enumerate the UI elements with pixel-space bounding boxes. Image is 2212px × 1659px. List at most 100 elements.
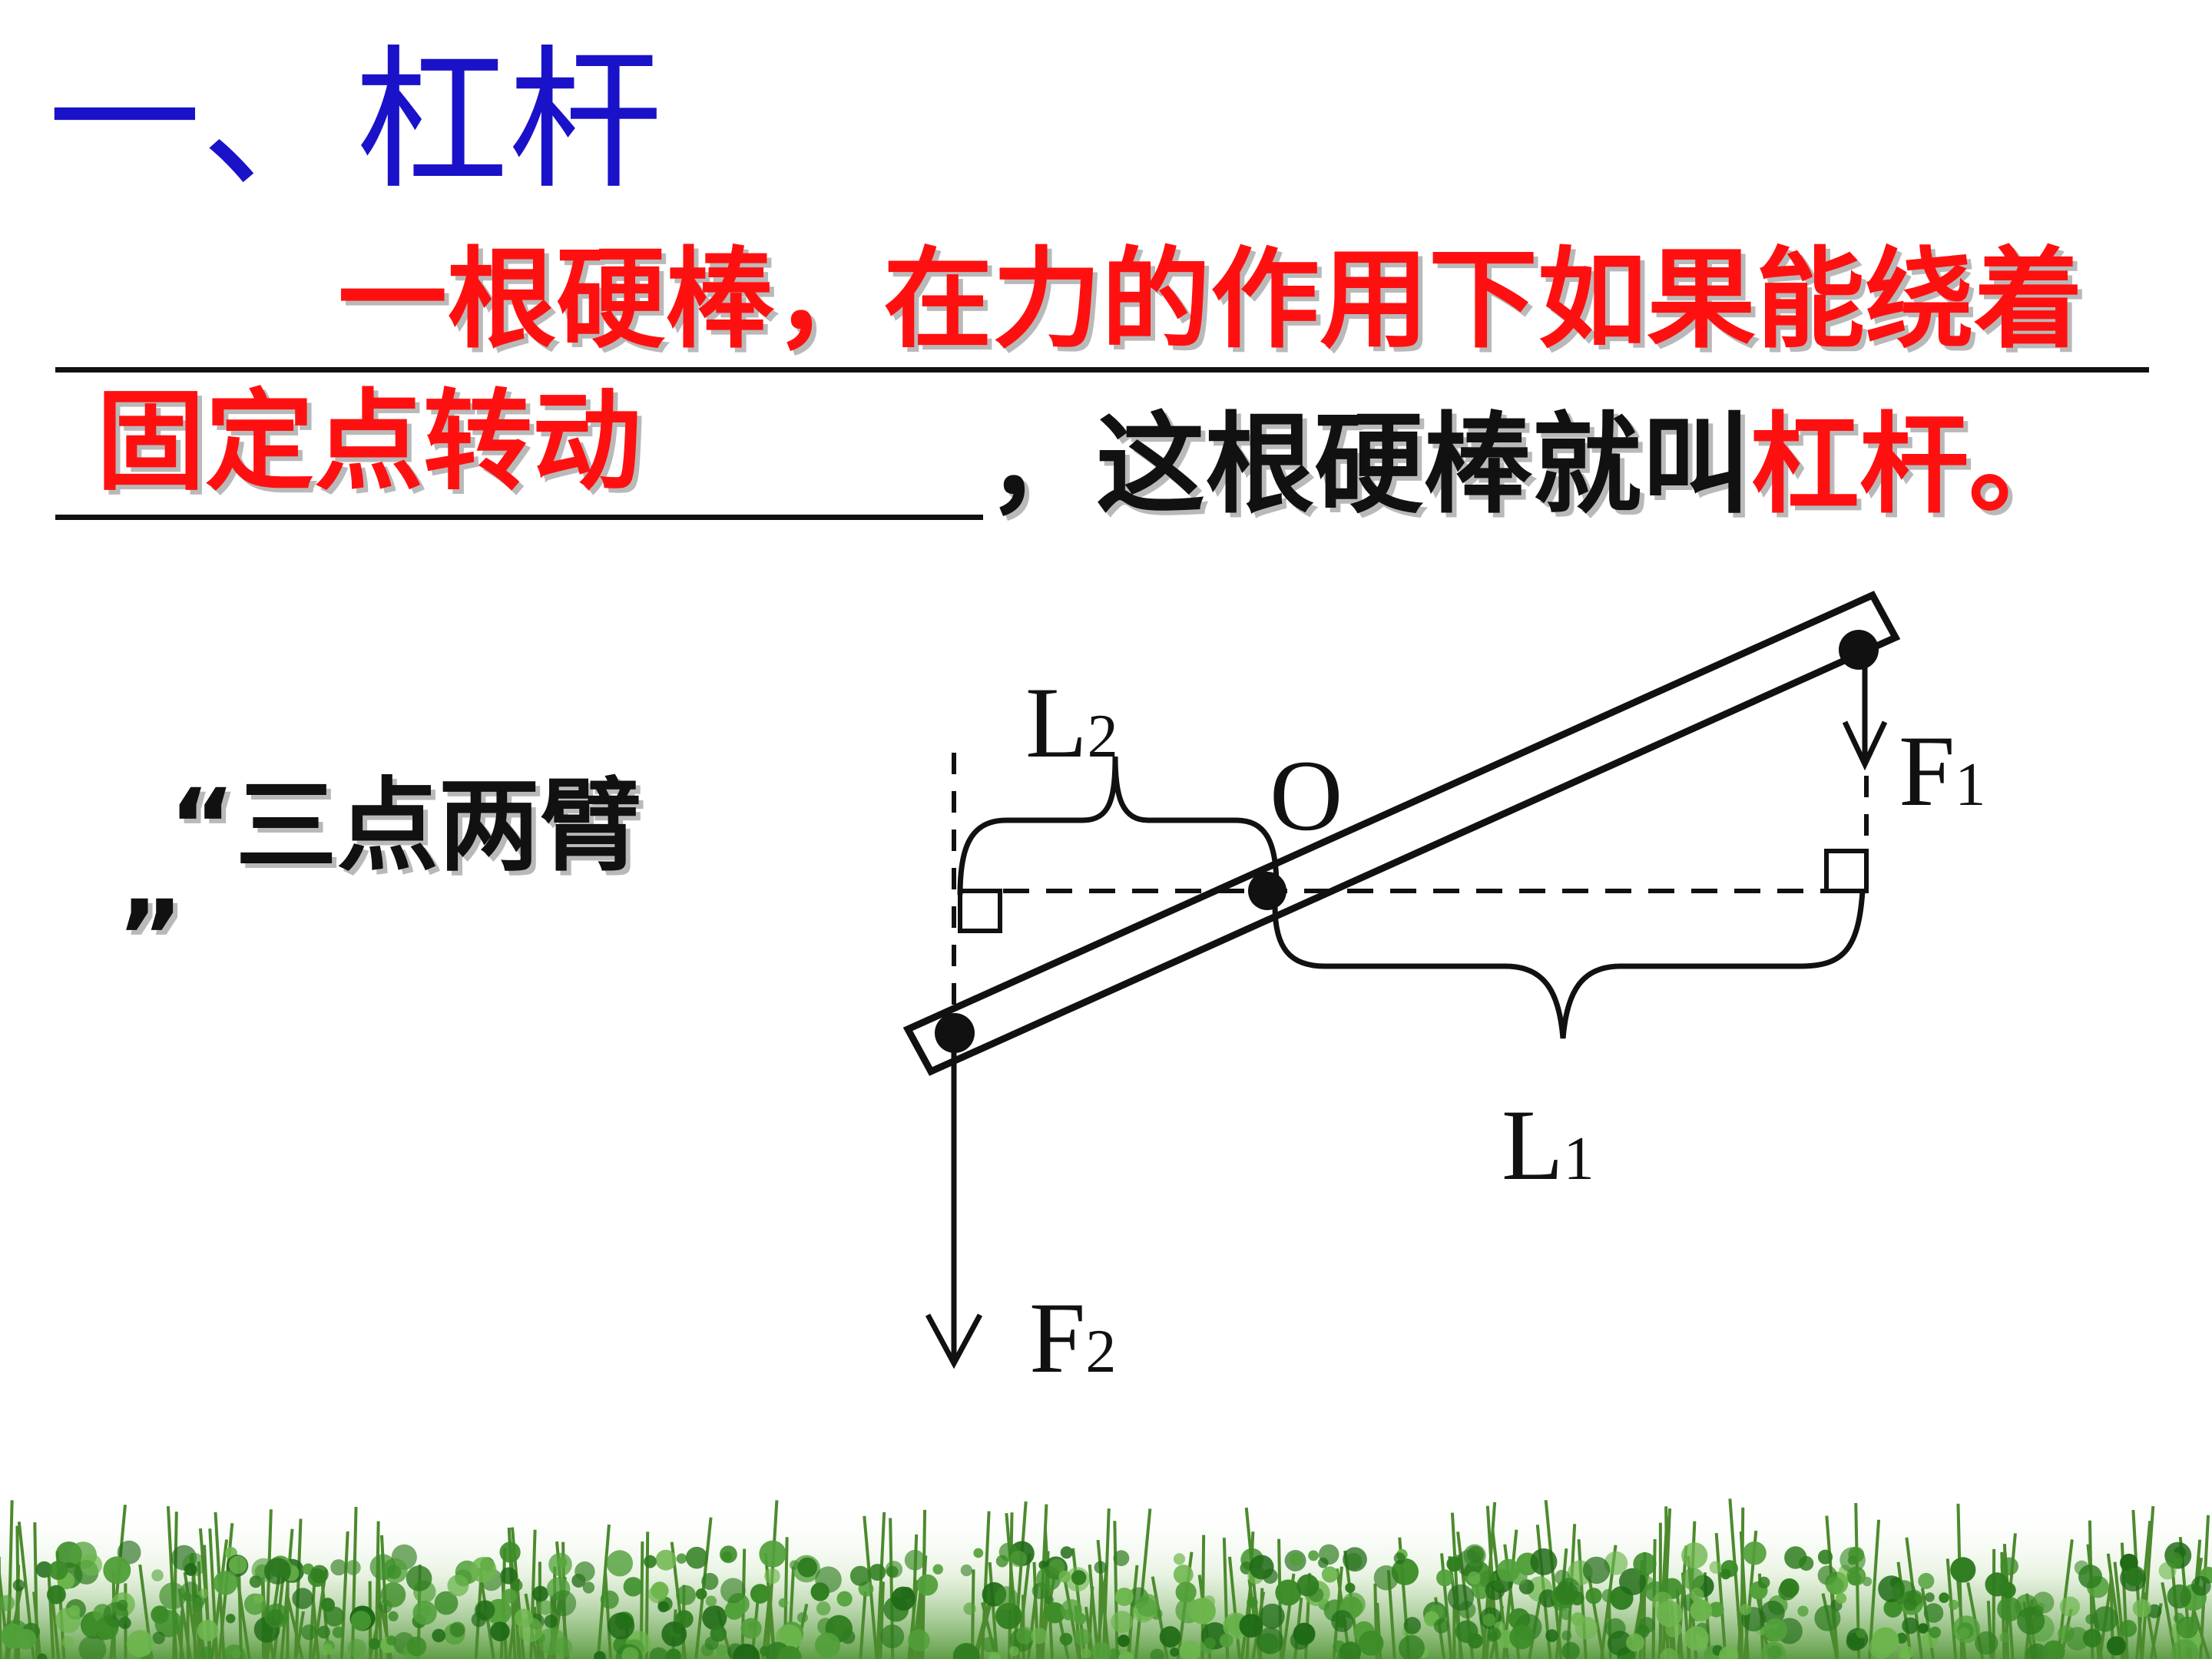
- clover-leaf: [347, 1638, 366, 1657]
- clover-leaf: [988, 1651, 1001, 1659]
- clover-leaf: [880, 1624, 905, 1649]
- clover-leaf: [1308, 1550, 1319, 1561]
- clover-leaf: [80, 1554, 103, 1576]
- clover-leaf: [317, 1625, 330, 1639]
- clover-leaf: [2106, 1636, 2126, 1656]
- clover-leaf: [2065, 1627, 2089, 1651]
- force-1-arrow-head: [1842, 720, 1888, 771]
- clover-leaf: [324, 1606, 345, 1627]
- grass-blade: [1101, 1508, 1111, 1659]
- definition-line-1: 一根硬棒，在力的作用下如果能绕着: [338, 237, 2083, 363]
- clover-leaf: [1814, 1604, 1841, 1631]
- clover-leaf: [1118, 1651, 1134, 1659]
- clover-leaf: [960, 1564, 973, 1577]
- clover-leaf: [1708, 1601, 1724, 1618]
- clover-leaf: [1345, 1582, 1356, 1593]
- clover-leaf: [200, 1646, 214, 1659]
- clover-leaf: [2059, 1596, 2080, 1617]
- clover-leaf: [511, 1579, 523, 1591]
- clover-leaf: [1545, 1629, 1558, 1642]
- clover-leaf: [1903, 1598, 1917, 1611]
- clover-leaf: [1847, 1571, 1862, 1586]
- clover-leaf: [35, 1561, 53, 1578]
- clover-leaf: [1690, 1599, 1713, 1622]
- clover-leaf: [2078, 1565, 2102, 1589]
- clover-leaf: [1239, 1614, 1263, 1638]
- clover-leaf: [1899, 1646, 1913, 1659]
- clover-leaf: [499, 1541, 521, 1563]
- clover-leaf: [1015, 1627, 1034, 1644]
- grass-blade: [308, 1578, 316, 1659]
- grass-blade: [876, 1512, 886, 1659]
- grass-blade: [208, 1528, 219, 1659]
- clover-leaf: [1321, 1566, 1339, 1583]
- clover-leaf: [0, 1594, 15, 1611]
- clover-leaf: [228, 1555, 247, 1575]
- clover-leaf: [1159, 1626, 1181, 1648]
- clover-leaf: [649, 1647, 668, 1659]
- definition-term: 杠杆。: [1750, 402, 2078, 528]
- clover-leaf: [720, 1578, 746, 1604]
- clover-leaf: [532, 1585, 548, 1602]
- clover-leaf: [490, 1621, 510, 1641]
- mnemonic-close-quote: ”: [117, 879, 184, 997]
- clover-leaf: [332, 1626, 345, 1638]
- clover-leaf: [432, 1628, 445, 1643]
- clover-leaf: [1740, 1604, 1752, 1616]
- clover-leaf: [1939, 1592, 1949, 1603]
- clover-leaf: [1925, 1592, 1935, 1602]
- clover-leaf: [1175, 1581, 1197, 1603]
- clover-leaf: [1743, 1541, 1767, 1565]
- clover-leaf: [1633, 1552, 1657, 1576]
- grass-blade: [988, 1561, 999, 1659]
- clover-leaf: [1436, 1569, 1454, 1587]
- clover-leaf: [1290, 1630, 1310, 1651]
- clover-leaf: [1856, 1628, 1866, 1639]
- clover-leaf: [2171, 1639, 2199, 1659]
- clover-leaf: [695, 1588, 707, 1600]
- clover-leaf: [1626, 1633, 1644, 1652]
- clover-leaf: [623, 1577, 643, 1597]
- grass-decoration: [0, 1498, 2212, 1659]
- clover-leaf: [1170, 1647, 1180, 1657]
- clover-leaf: [1071, 1570, 1087, 1585]
- clover-leaf: [47, 1584, 66, 1604]
- clover-leaf: [1555, 1581, 1578, 1605]
- clover-leaf: [1509, 1624, 1535, 1650]
- fulcrum-label: O: [1270, 739, 1343, 852]
- clover-leaf: [1059, 1633, 1073, 1646]
- clover-leaf: [1044, 1595, 1054, 1605]
- clover-leaf: [995, 1555, 1008, 1568]
- clover-leaf: [1249, 1555, 1274, 1580]
- clover-leaf: [226, 1614, 236, 1624]
- grass-blade: [2120, 1542, 2129, 1659]
- clover-leaf: [447, 1575, 469, 1597]
- lever-diagram: O F1 F2 L1 L2: [902, 591, 1985, 1394]
- clover-leaf: [434, 1591, 459, 1615]
- clover-leaf: [320, 1643, 333, 1656]
- clover-leaf: [1482, 1613, 1496, 1627]
- definition-blank-answer: 固定点转动: [96, 379, 641, 505]
- clover-leaf: [1763, 1618, 1787, 1642]
- clover-leaf: [594, 1651, 606, 1659]
- clover-leaf: [1446, 1556, 1462, 1572]
- clover-leaf: [1659, 1647, 1679, 1659]
- grass-blade: [859, 1591, 867, 1659]
- grass-blade: [1134, 1508, 1152, 1659]
- l2-brace: [957, 756, 1280, 896]
- clover-leaf: [705, 1595, 717, 1607]
- clover-leaf: [676, 1553, 687, 1564]
- clover-leaf: [1296, 1574, 1320, 1597]
- clover-leaf: [152, 1631, 165, 1644]
- clover-leaf: [1952, 1615, 1981, 1644]
- grass-blade: [2135, 1521, 2152, 1659]
- lever-bar: [902, 591, 1901, 1076]
- clover-leaf: [1709, 1561, 1722, 1574]
- clover-leaf: [810, 1582, 830, 1601]
- clover-leaf: [886, 1565, 899, 1578]
- clover-leaf: [184, 1563, 197, 1576]
- grass-blade: [293, 1518, 303, 1659]
- clover-leaf: [1902, 1617, 1919, 1634]
- clover-leaf: [518, 1617, 543, 1643]
- clover-leaf: [1797, 1605, 1809, 1617]
